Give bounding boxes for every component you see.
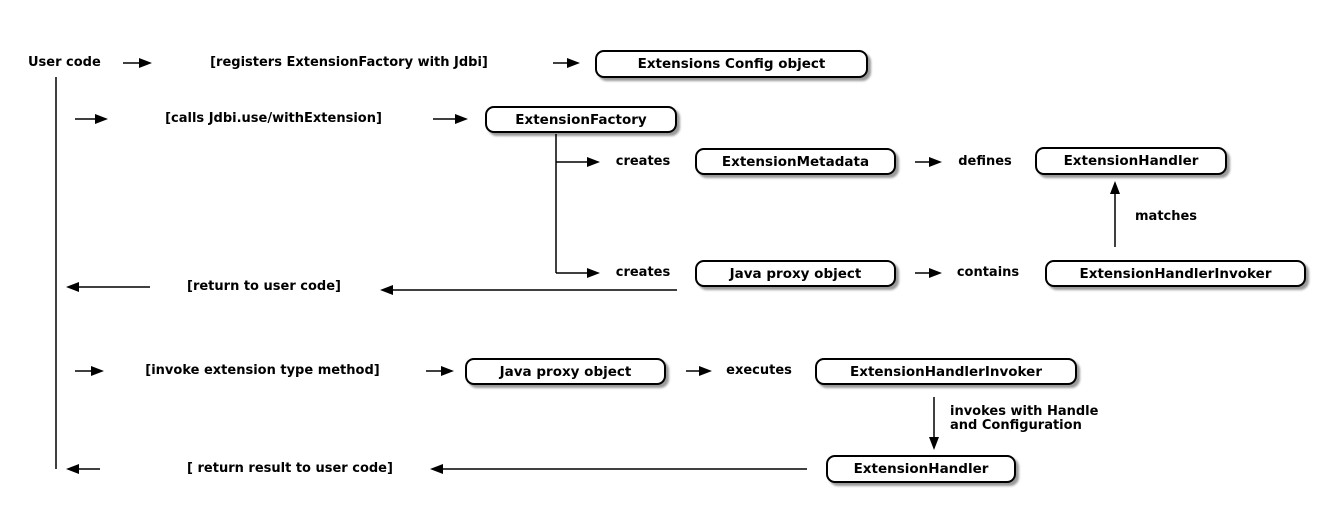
edge-return-user-arrow-left <box>66 282 150 292</box>
edge-executes-arrow <box>686 366 712 376</box>
edge-label-executes: executes <box>726 363 792 378</box>
actor-user-code: User code <box>28 55 101 70</box>
edge-matches-arrow <box>1110 181 1120 247</box>
edge-contains-arrow <box>915 268 942 278</box>
edge-calls-arrow-1 <box>75 114 108 124</box>
edge-label-return-result: [ return result to user code] <box>187 461 393 476</box>
edge-label-registers: [registers ExtensionFactory with Jdbi] <box>210 55 488 70</box>
edge-return-result-arrow-left <box>66 464 100 474</box>
edge-factory-creates-stem <box>555 134 600 278</box>
node-java-proxy-object: Java proxy object <box>695 260 896 287</box>
edge-invokes-down-arrow <box>929 397 939 450</box>
edge-label-calls: [calls Jdbi.use/withExtension] <box>165 111 382 126</box>
node-extensions-config-object: Extensions Config object <box>595 50 868 78</box>
node-extension-metadata: ExtensionMetadata <box>695 148 896 175</box>
edge-registers-arrow-1 <box>123 58 152 68</box>
edge-label-invoke-method: [invoke extension type method] <box>145 363 380 378</box>
edge-defines-arrow <box>915 157 942 167</box>
edge-return-result-arrow-long <box>430 464 807 474</box>
edge-label-invokes-line1: invokes with Handle <box>950 404 1099 419</box>
edge-return-user-arrow-long <box>380 285 677 295</box>
node-java-proxy-object-2: Java proxy object <box>465 358 666 385</box>
edge-label-defines: defines <box>958 154 1012 169</box>
node-extension-handler-2: ExtensionHandler <box>826 455 1016 483</box>
edge-invoke-arrow-2 <box>426 366 454 376</box>
node-extension-handler: ExtensionHandler <box>1035 147 1227 175</box>
edge-label-contains: contains <box>956 265 1020 280</box>
node-extension-factory: ExtensionFactory <box>485 106 677 133</box>
node-extension-handler-invoker: ExtensionHandlerInvoker <box>1045 260 1306 287</box>
edge-calls-arrow-2 <box>433 114 468 124</box>
edge-label-invokes-line2: and Configuration <box>950 418 1082 433</box>
edge-registers-arrow-2 <box>553 58 580 68</box>
edge-label-creates-proxy: creates <box>615 265 671 280</box>
edge-label-matches: matches <box>1135 209 1198 224</box>
edge-label-return-to-user: [return to user code] <box>187 279 341 294</box>
edge-label-creates-metadata: creates <box>615 154 671 169</box>
edge-invoke-arrow-1 <box>75 366 104 376</box>
node-extension-handler-invoker-2: ExtensionHandlerInvoker <box>815 358 1077 385</box>
